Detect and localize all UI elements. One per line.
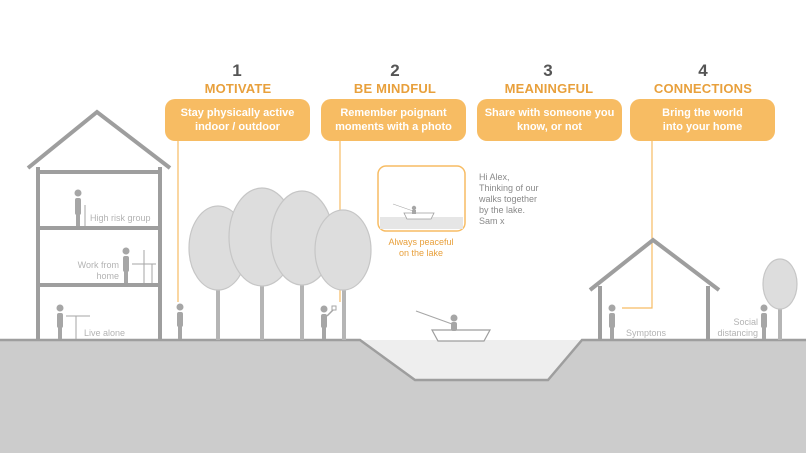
- label-symptoms: Symptons: [626, 328, 667, 338]
- step-4-bubble: Bring the world into your home: [630, 99, 775, 141]
- person-high-risk: [74, 189, 86, 226]
- label-social-distancing: Social distancing: [717, 317, 758, 338]
- photo-caption: Always peaceful on the lake: [388, 237, 454, 258]
- boat-with-fisherman: [415, 310, 492, 342]
- step-4-number: 4: [698, 61, 708, 80]
- step-4-title: CONNECTIONS: [653, 81, 753, 96]
- step-1-title: MOTIVATE: [204, 81, 272, 96]
- person-work-from-home: [122, 247, 156, 283]
- step-3-number: 3: [543, 61, 553, 80]
- photo-frame: [377, 165, 466, 232]
- person-motivate: [176, 303, 184, 339]
- lake-water: [360, 340, 582, 380]
- person-symptoms: [608, 304, 616, 339]
- person-mindful: [320, 305, 337, 339]
- label-high-risk: High risk group: [90, 213, 151, 223]
- step-2-number: 2: [390, 61, 400, 80]
- small-house: [588, 237, 721, 340]
- trees: [188, 187, 372, 340]
- connector-line-4: [622, 140, 653, 309]
- person-live-alone: [56, 304, 90, 339]
- big-house: [26, 109, 172, 340]
- step-2-bubble: Remember poignant moments with a photo: [321, 99, 466, 141]
- label-work-from-home: Work from home: [77, 260, 119, 281]
- person-social-distancing: [760, 304, 768, 339]
- small-tree: [762, 258, 798, 340]
- message-note: Hi Alex, Thinking of our walks together …: [479, 172, 539, 226]
- step-1-bubble: Stay physically active indoor / outdoor: [165, 99, 310, 141]
- step-3-bubble: Share with someone you know, or not: [477, 99, 622, 141]
- label-live-alone: Live alone: [84, 328, 126, 338]
- step-3-title: MEANINGFUL: [504, 81, 594, 96]
- step-1-number: 1: [232, 61, 242, 80]
- step-2-title: BE MINDFUL: [353, 81, 437, 96]
- ground: [0, 340, 806, 453]
